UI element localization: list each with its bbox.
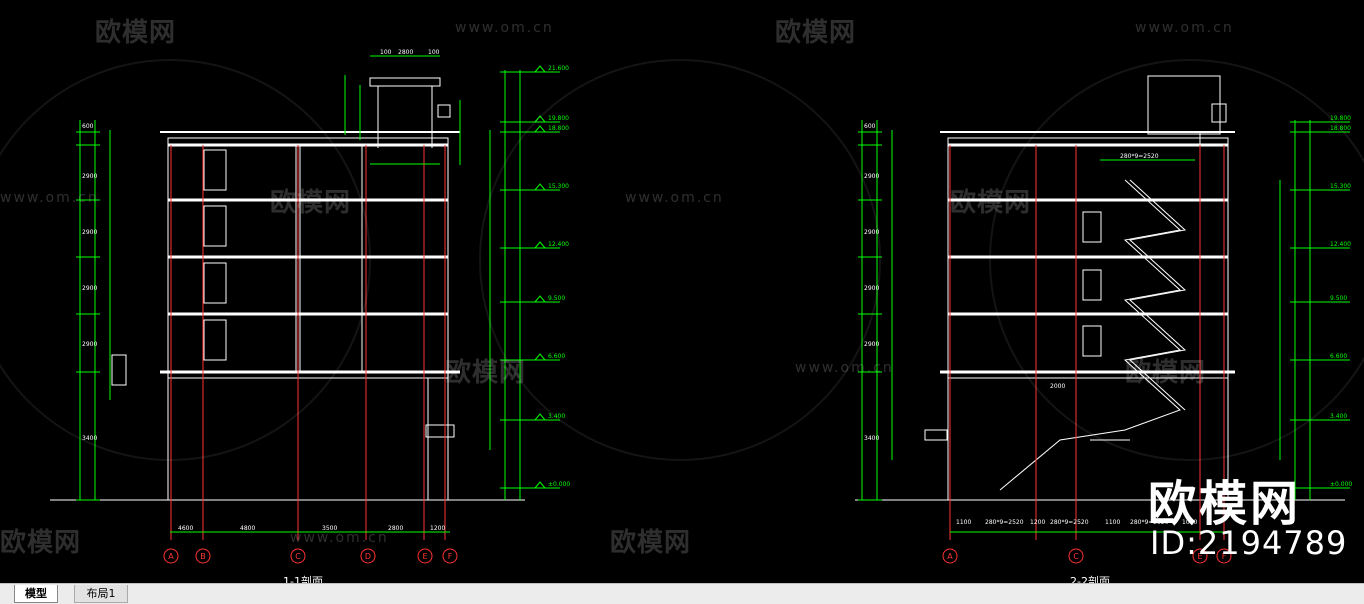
bottom-dim: 280*9=2520 — [1050, 519, 1089, 526]
left-dim: 600 — [864, 123, 876, 130]
brand-logo-text: 欧模网 — [1148, 476, 1302, 532]
elev-label: 18.800 — [548, 125, 569, 132]
elev-label: 15.300 — [548, 183, 569, 190]
left-dim: 2900 — [82, 173, 97, 180]
elev-label: 6.600 — [548, 353, 565, 360]
elev-label: 18.800 — [1330, 125, 1351, 132]
bottom-dim: 1000 — [1182, 519, 1197, 526]
bottom-dim: 280*9=2520 — [985, 519, 1024, 526]
axis-bubble-label: B — [200, 552, 206, 561]
top-dim: 2800 — [398, 49, 413, 56]
axis-bubble-label: A — [168, 552, 174, 561]
axis-bubble-label: D — [365, 552, 371, 561]
elev-label: 15.300 — [1330, 183, 1351, 190]
elev-label: ±0.000 — [548, 481, 570, 488]
left-dim: 3400 — [864, 435, 879, 442]
elev-label: 12.400 — [1330, 241, 1351, 248]
stair-label: 280*9=2520 — [1120, 153, 1159, 160]
left-dim: 2900 — [864, 285, 879, 292]
watermark-arcs — [0, 59, 1364, 461]
left-dim: 600 — [82, 123, 94, 130]
left-dim: 2900 — [864, 173, 879, 180]
elev-label: 19.800 — [1330, 115, 1351, 122]
bottom-dim: 1200 — [430, 525, 445, 532]
section-drawings: 21.600 19.800 18.800 15.300 12.400 9.500… — [0, 49, 1364, 564]
stair-label: 2000 — [1050, 383, 1065, 390]
elev-label: 9.500 — [548, 295, 565, 302]
bottom-dim: 3500 — [322, 525, 337, 532]
brand-id-text: ID:2194789 — [1150, 524, 1348, 562]
elev-label: 3.400 — [548, 413, 565, 420]
axis-bubble-label: E — [422, 552, 427, 561]
axis-bubble-label: C — [295, 552, 301, 561]
tab-layout1[interactable]: 布局1 — [74, 585, 128, 603]
layout-tab-bar: 模型 布局1 — [0, 583, 1364, 604]
axis-bubble-label: C — [1073, 552, 1079, 561]
left-dim: 2900 — [864, 229, 879, 236]
left-dim: 3400 — [82, 435, 97, 442]
bottom-dim: 280*9=2520 — [1130, 519, 1169, 526]
bottom-dim: 1100 — [1105, 519, 1120, 526]
tab-model[interactable]: 模型 — [14, 585, 58, 603]
left-dim: 2900 — [82, 285, 97, 292]
elev-label: 12.400 — [548, 241, 569, 248]
bottom-dim: 1200 — [1030, 519, 1045, 526]
axis-bubble-label: F — [1222, 552, 1227, 561]
left-dim: 2900 — [864, 341, 879, 348]
top-dim: 100 — [428, 49, 440, 56]
elev-label: 9.500 — [1330, 295, 1347, 302]
right-section-drawing: 19.800 18.800 15.300 12.400 9.500 6.600 … — [855, 75, 1352, 564]
axis-bubble-label: F — [448, 552, 453, 561]
elev-label: 6.600 — [1330, 353, 1347, 360]
bottom-dim: 4600 — [178, 525, 193, 532]
bottom-dim: 4800 — [240, 525, 255, 532]
axis-bubble-label: E — [1197, 552, 1202, 561]
left-dim: 2900 — [82, 229, 97, 236]
bottom-dim: 1100 — [956, 519, 971, 526]
elev-label: 21.600 — [548, 65, 569, 72]
elev-label: 19.800 — [548, 115, 569, 122]
axis-bubble-label: A — [947, 552, 953, 561]
elev-label: 3.400 — [1330, 413, 1347, 420]
left-section-drawing: 21.600 19.800 18.800 15.300 12.400 9.500… — [50, 49, 570, 564]
bottom-dim: 2800 — [388, 525, 403, 532]
left-dim: 2900 — [82, 341, 97, 348]
elev-label: ±0.000 — [1330, 481, 1352, 488]
cad-model-canvas[interactable]: 21.600 19.800 18.800 15.300 12.400 9.500… — [0, 0, 1364, 588]
top-dim: 100 — [380, 49, 392, 56]
